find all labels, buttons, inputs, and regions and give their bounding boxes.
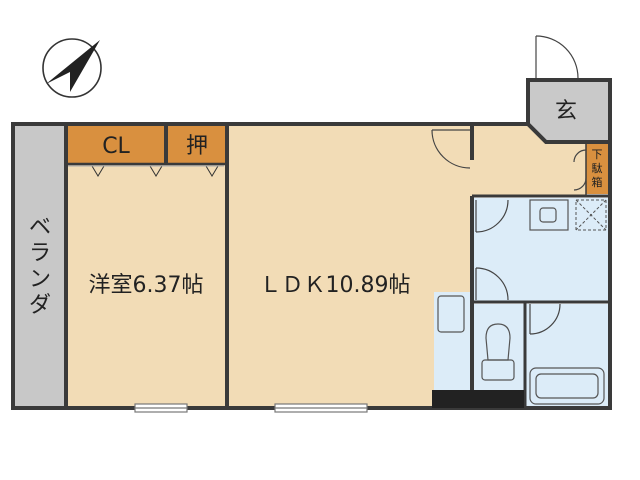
western-room-label: 洋室6.37帖 (89, 273, 204, 298)
ldk-label: ＬＤＫ10.89帖 (260, 273, 411, 298)
door-swings (431, 35, 587, 335)
genkan-label: 玄 (555, 99, 577, 124)
veranda-area (15, 124, 65, 406)
closet-cl (67, 124, 165, 164)
shoe-box-char: 箱 (592, 175, 603, 189)
veranda-char: ダ (29, 293, 51, 318)
veranda-char: ン (29, 267, 51, 292)
shoe-box-char: 駄 (592, 161, 603, 175)
refrigerator-space (437, 295, 465, 333)
veranda-char: ラ (29, 241, 51, 266)
closet-label: CL (102, 134, 130, 159)
veranda-char: ベ (29, 215, 51, 240)
closet-oshiire (167, 124, 226, 164)
north-arrow-icon (42, 38, 102, 98)
bathtub (529, 367, 605, 405)
genkan-floor (528, 82, 608, 142)
washroom-floor (474, 198, 608, 302)
shoe-box-char: 下 (592, 148, 603, 161)
western-room-floor (67, 164, 226, 406)
bathroom-floor (526, 304, 608, 406)
windows (134, 403, 368, 413)
closet-doors (68, 165, 224, 177)
ldk-floor (228, 124, 472, 406)
oshiire-label: 押 (186, 134, 208, 159)
toilet (481, 323, 515, 381)
pillar (472, 390, 524, 408)
veranda-label: ベ ラ ン ダ (29, 215, 51, 318)
shoe-box (586, 142, 608, 194)
walls (11, 78, 612, 410)
washbasin (529, 199, 569, 231)
washer-pan (575, 199, 607, 231)
pillar (432, 390, 472, 408)
shoe-box-label: 下 駄 箱 (592, 148, 603, 189)
